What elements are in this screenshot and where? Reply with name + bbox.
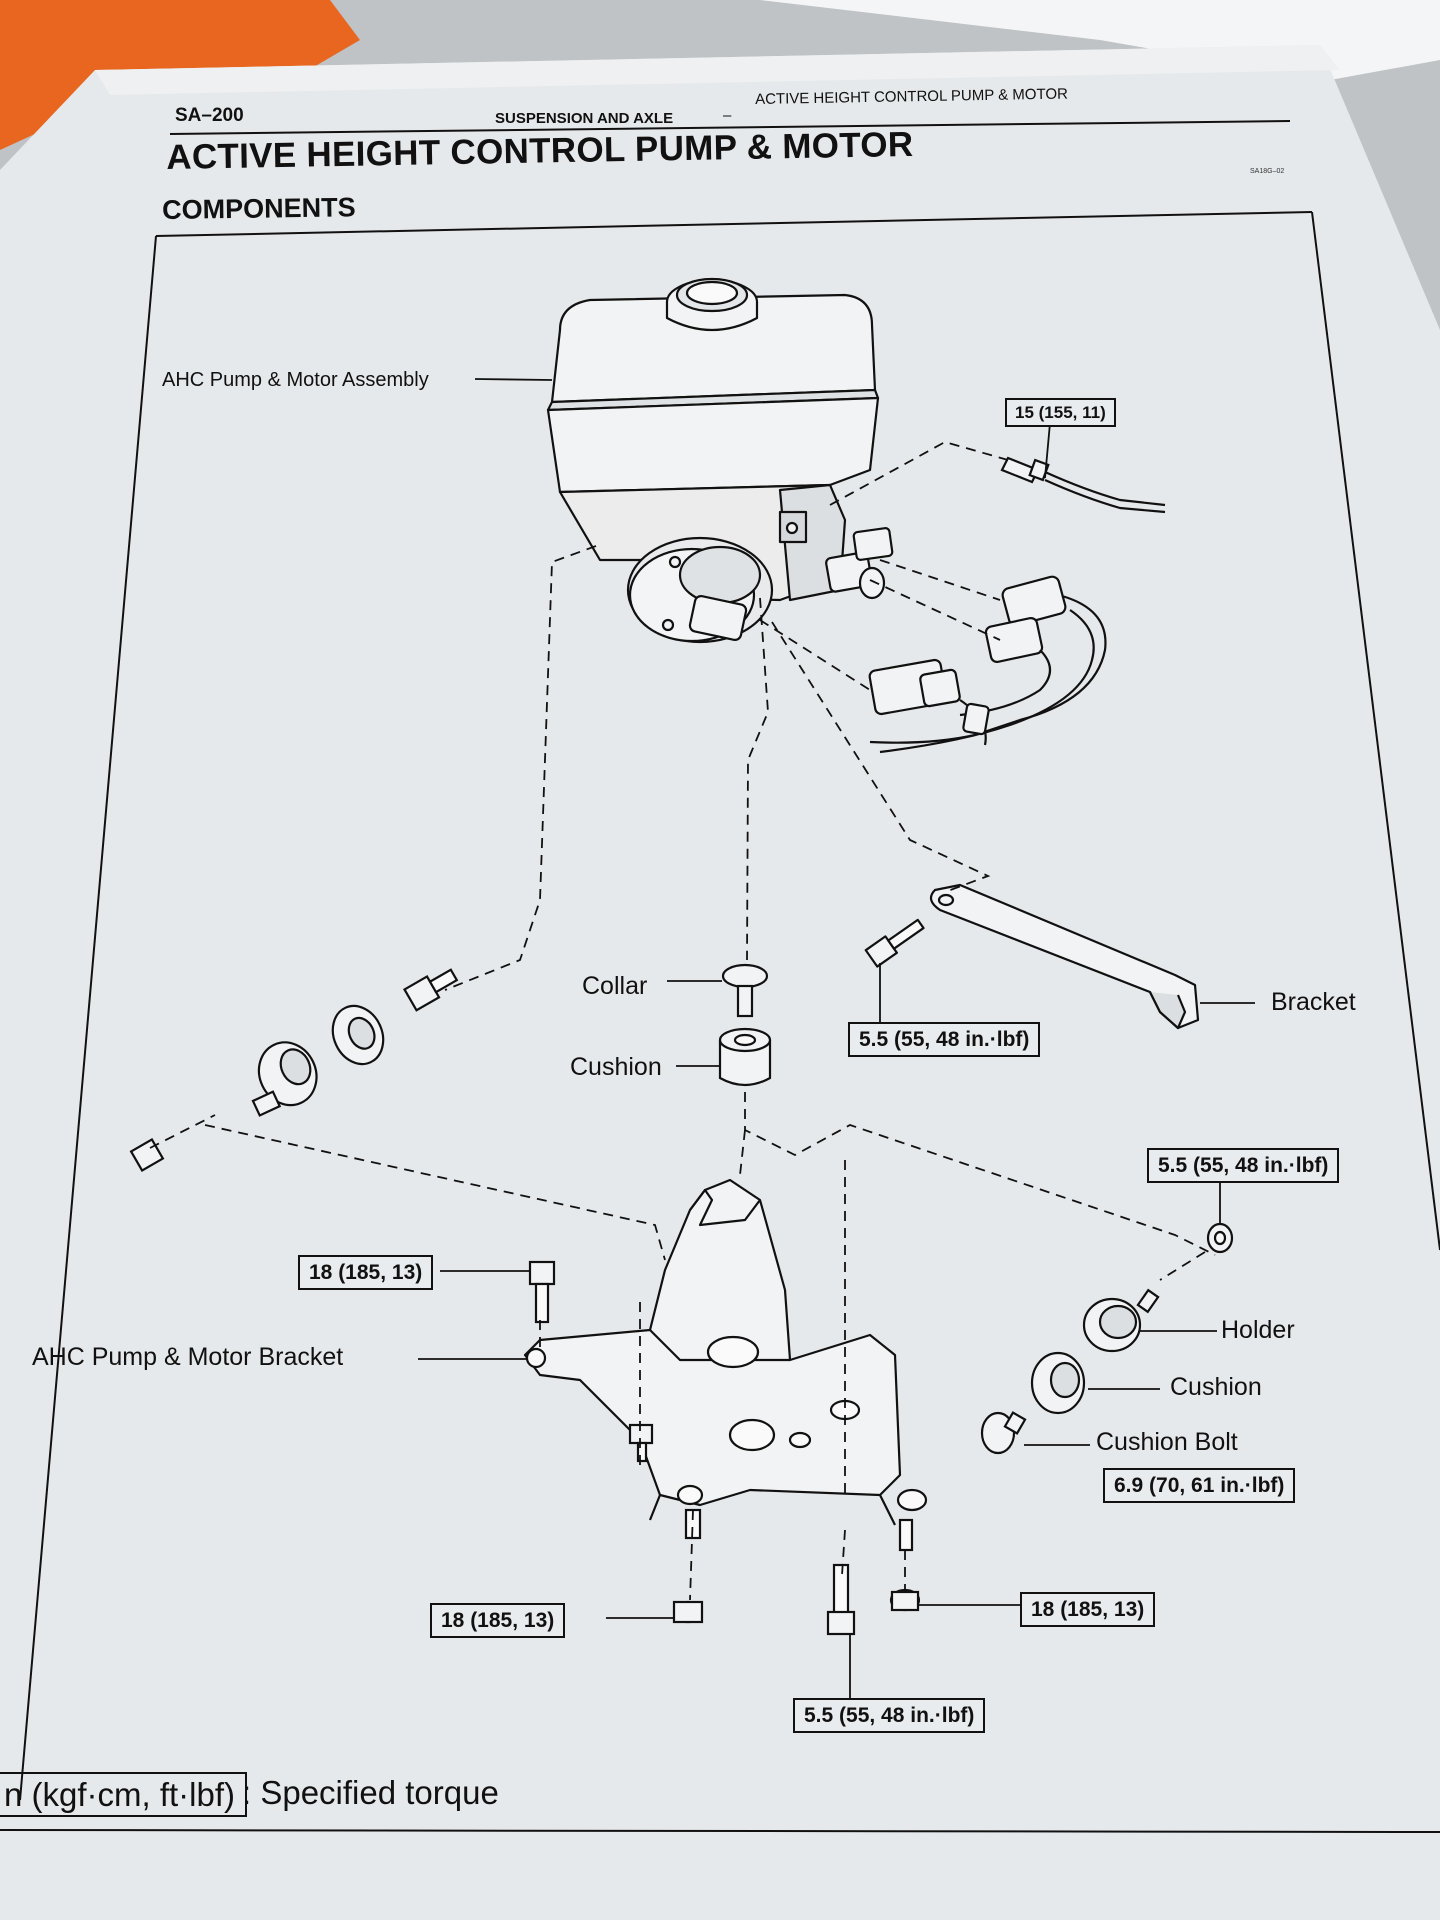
components-frame (19, 211, 1440, 1801)
torque-bracket-bolt: 5.5 (55, 48 in.·lbf) (848, 1022, 1041, 1057)
bracket-bolts-art (528, 1260, 921, 1636)
pipe-union-art (1000, 456, 1166, 514)
label-cushion-lower: Cushion (1170, 1373, 1262, 1401)
header-separator: – (723, 107, 732, 124)
collar-cushion-art (718, 963, 772, 1087)
left-mount-art (129, 968, 459, 1173)
pump-motor-assembly-art (546, 277, 894, 644)
label-ahc-pump-motor-bracket: AHC Pump & Motor Bracket (32, 1343, 344, 1371)
torque-cushion-bolt: 6.9 (70, 61 in.·lbf) (1103, 1468, 1296, 1503)
torque-holder-nut: 5.5 (55, 48 in.·lbf) (1147, 1148, 1340, 1183)
page-sheet (0, 45, 1440, 1920)
label-bracket: Bracket (1271, 988, 1356, 1016)
pump-motor-bracket-art (523, 1178, 928, 1526)
label-holder: Holder (1221, 1316, 1295, 1344)
leader-lines (418, 378, 1255, 1700)
doc-code: SA18G–02 (1250, 168, 1285, 175)
torque-bracket-lower-center: 5.5 (55, 48 in.·lbf) (793, 1698, 986, 1733)
torque-pipe-union: 15 (155, 11) (1005, 398, 1116, 427)
label-collar: Collar (582, 972, 648, 1000)
label-ahc-pump-motor-assembly: AHC Pump & Motor Assembly (162, 369, 429, 391)
torque-bracket-upper-left: 18 (185, 13) (298, 1255, 434, 1290)
right-mount-art (980, 1222, 1234, 1455)
page-subtitle: COMPONENTS (161, 192, 356, 225)
legend-description: : Specified torque (242, 1774, 499, 1811)
label-cushion-bolt: Cushion Bolt (1096, 1428, 1238, 1456)
bottom-rule (0, 1829, 1440, 1833)
header-rule (169, 120, 1291, 135)
label-cushion-upper: Cushion (570, 1053, 662, 1081)
stay-bracket-art (864, 883, 1200, 1030)
torque-bracket-lower-right: 18 (185, 13) (1020, 1592, 1156, 1627)
torque-bracket-lower-left: 18 (185, 13) (430, 1603, 566, 1638)
page-number: SA–200 (175, 105, 244, 126)
section-name: SUSPENSION AND AXLE (495, 110, 674, 127)
wire-harness-art (868, 575, 1107, 754)
assembly-lines (149, 441, 1216, 1601)
legend-unit-box: n (kgf·cm, ft·lbf) (0, 1772, 248, 1817)
